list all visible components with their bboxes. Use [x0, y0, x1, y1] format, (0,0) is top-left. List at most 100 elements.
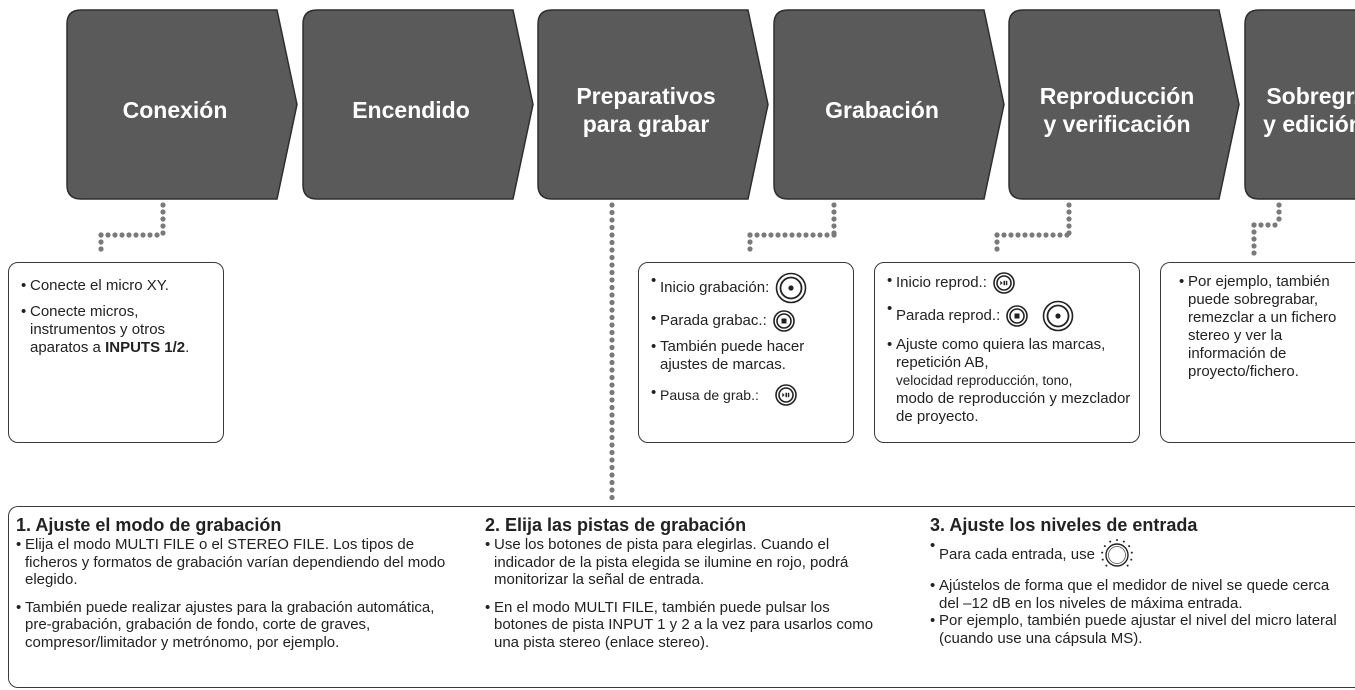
recording-info-box: Inicio grabación: Parada grabac.: Tambié… [638, 262, 854, 443]
connector-dot [609, 202, 615, 208]
step-arrow [537, 9, 769, 200]
connector-dot [609, 307, 615, 313]
connector-dot [609, 359, 615, 366]
knob-tick [1103, 545, 1106, 548]
play-start-item: Inicio reprod.: [887, 272, 1133, 294]
connector-dot [831, 209, 837, 215]
connector-dot [1251, 236, 1257, 242]
connector-dot [105, 232, 111, 238]
connector-dot [609, 419, 615, 426]
step-label: Reproducción y verificación [1039, 82, 1195, 137]
connector-dot [609, 247, 615, 253]
knob-tick [1126, 564, 1129, 567]
step-arrow [773, 9, 1005, 200]
playback-adjust-item: Ajuste como quiera las marcas, repetició… [887, 336, 1133, 426]
section-item: Use los botones de pista para elegirlas.… [485, 536, 885, 589]
playback-info-box: Inicio reprod.: Parada reprod.: Ajuste c… [874, 262, 1140, 443]
step-label: Encendido [352, 96, 470, 123]
section-title: 3. Ajuste los niveles de entrada [930, 515, 1198, 535]
connector-dot [609, 329, 615, 336]
connector-dot [1251, 243, 1257, 249]
connector-dot [609, 427, 615, 433]
connector-dot [609, 352, 615, 358]
connector-dot [609, 382, 615, 388]
knob-tick [1128, 545, 1131, 548]
connector-dot [112, 232, 118, 238]
connector-dot [1251, 222, 1257, 228]
connector-dot [1066, 223, 1072, 229]
section-track-selection: 2. Elija las pistas de grabación Use los… [485, 515, 885, 651]
knob-tick [1130, 558, 1133, 561]
connector-dot [154, 232, 160, 238]
section-item: Ajústelos de forma que el medidor de niv… [930, 577, 1350, 612]
step-arrow [66, 9, 298, 200]
connector-dot [994, 232, 1000, 238]
connector-dot [1015, 232, 1021, 238]
connector-dot [160, 209, 166, 215]
connector-dot [803, 232, 809, 238]
connector-dot [1057, 232, 1063, 238]
knob-tick [1101, 551, 1104, 554]
connector-dot [98, 239, 104, 245]
connection-item: Conecte micros, instrumentos y otros apa… [21, 303, 215, 357]
connector-dot [1276, 209, 1282, 215]
connector-dot [994, 246, 1000, 252]
section-input-levels: 3. Ajuste los niveles de entrada Para ca… [930, 515, 1350, 647]
connector-dot [1251, 229, 1257, 235]
connector-dots [98, 202, 1282, 501]
connector-dot [1276, 202, 1282, 208]
connector-dot [609, 217, 615, 223]
connector-dot [1066, 202, 1072, 208]
record-stop-icon [772, 310, 795, 332]
connector-dot [1066, 209, 1072, 215]
step-arrow [302, 9, 534, 200]
knob-tick [1122, 540, 1125, 543]
step-label: Conexión [122, 96, 228, 123]
stop-icon [1006, 305, 1029, 327]
connector-dot [609, 239, 615, 246]
step-label: Sobregr. y edición [1263, 82, 1355, 137]
connector-dot [782, 232, 788, 238]
play-stop-item: Parada reprod.: [887, 300, 1133, 332]
connector-dot [831, 223, 837, 229]
knob-tick [1109, 540, 1112, 543]
connector-dot [133, 232, 139, 238]
connector-dot [1258, 222, 1264, 228]
connector-dot [160, 216, 166, 222]
connector-dot [98, 246, 104, 252]
connection-info-box: Conecte el micro XY. Conecte micros, ins… [8, 262, 224, 443]
connector-dot [1022, 232, 1028, 238]
connector-dot [160, 230, 166, 236]
connector-dot [147, 232, 153, 238]
connector-dot [1265, 222, 1271, 228]
connector-dot [609, 224, 615, 231]
section-item: También puede realizar ajustes para la g… [16, 599, 456, 652]
connector-dot [775, 232, 781, 238]
connector-dot [126, 232, 132, 238]
record-pause-item: Pausa de grab.: [651, 384, 847, 406]
connector-dot [1043, 232, 1049, 238]
connector-dot [1251, 250, 1257, 256]
section-recording-mode: 1. Ajuste el modo de grabación Elija el … [16, 515, 456, 651]
connector-dot [810, 232, 816, 238]
section-item: Para cada entrada, use [930, 537, 1350, 573]
connector-dot [747, 232, 753, 238]
record-pause-icon [775, 384, 797, 406]
connector-dot [160, 202, 166, 208]
section-title: 1. Ajuste el modo de grabación [16, 515, 282, 535]
connector-dot [1066, 216, 1072, 222]
step-arrow [1244, 9, 1355, 200]
connector-dot [609, 442, 615, 448]
connector-dot [609, 209, 615, 216]
section-item: Por ejemplo, también puede ajustar el ni… [930, 612, 1350, 647]
connector-dot [1272, 222, 1278, 228]
connector-dot [609, 262, 615, 268]
connection-item: Conecte el micro XY. [21, 277, 215, 295]
connector-dot [609, 487, 615, 493]
connector-dot [609, 389, 615, 396]
connector-dot [1276, 216, 1282, 222]
connector-dot [609, 232, 615, 238]
connector-dot [609, 322, 615, 328]
knob-tick [1115, 539, 1118, 541]
